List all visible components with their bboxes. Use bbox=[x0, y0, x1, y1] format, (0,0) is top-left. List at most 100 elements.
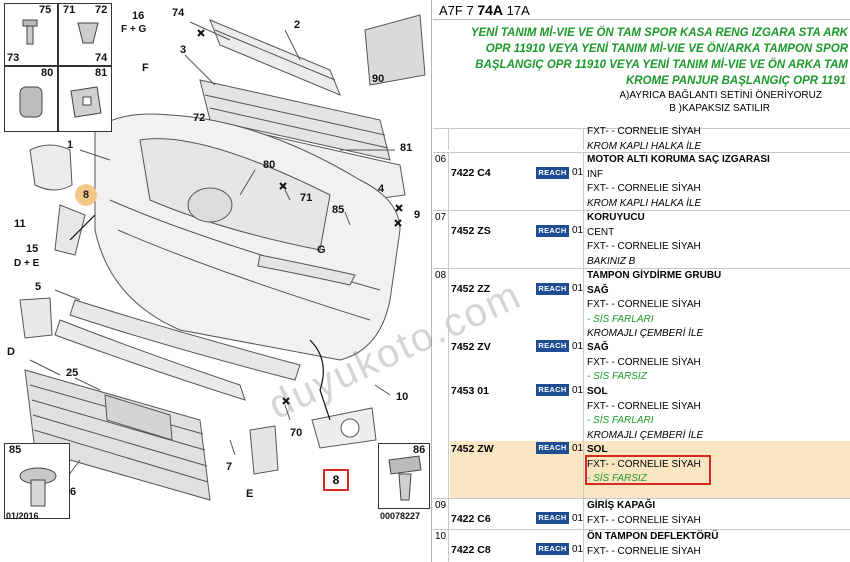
part-number[interactable]: 7453 01 bbox=[451, 385, 489, 397]
quantity: 01 bbox=[572, 544, 584, 555]
callout-15: 15 bbox=[26, 243, 39, 255]
desc-line: FXT- - CORNELIE SİYAH bbox=[587, 183, 701, 194]
row-index bbox=[433, 129, 449, 150]
column-divider bbox=[583, 153, 584, 210]
part-number[interactable]: 7452 ZV bbox=[451, 341, 491, 353]
part-title: TAMPON GİYDİRME GRUBU bbox=[587, 270, 722, 281]
inset-label: 72 bbox=[95, 4, 108, 16]
callout-71: 71 bbox=[300, 192, 313, 204]
green-note-line: OPR 11910 VEYA YENİ TANIM Mİ-VIE VE ÖN/A… bbox=[485, 43, 848, 55]
highlighted-row bbox=[450, 441, 850, 499]
inset-grommet-80: 80 bbox=[4, 66, 58, 132]
callout-8-highlight[interactable]: 8 bbox=[323, 469, 349, 491]
ref-prefix: A7F 7 bbox=[439, 3, 474, 18]
inset-screw-75: 75 73 bbox=[4, 3, 58, 66]
table-row[interactable]: 07 7452 ZS REACH 01 KORUYUCU CENT FXT- -… bbox=[433, 210, 850, 268]
callout-3: 3 bbox=[180, 44, 187, 56]
table-row-continued: FXT- - CORNELIE SİYAH KROM KAPLI HALKA İ… bbox=[433, 126, 850, 152]
inset-label: 81 bbox=[95, 67, 108, 79]
desc-line: KROM KAPLI HALKA İLE bbox=[587, 140, 702, 152]
clip-icon bbox=[77, 22, 99, 44]
ref-suffix: 17A bbox=[506, 3, 530, 18]
inset-label: 71 bbox=[63, 4, 76, 16]
column-divider bbox=[583, 211, 584, 268]
desc-fog-note: - SİS FARLARI bbox=[587, 313, 654, 325]
inset-label: 80 bbox=[41, 67, 54, 79]
row-description: SOL FXT- - CORNELIE SİYAH - SİS FARLARI … bbox=[587, 385, 849, 443]
code-tag: 00078227 bbox=[380, 511, 421, 521]
row-index: 10 bbox=[433, 530, 449, 562]
callout-2: 2 bbox=[294, 19, 301, 31]
callout-1: 1 bbox=[67, 139, 74, 151]
desc-side: SAĞ bbox=[587, 342, 609, 353]
screw-icon bbox=[22, 19, 38, 45]
reach-badge: REACH bbox=[536, 384, 569, 396]
row-description: GİRİŞ KAPAĞI FXT- - CORNELIE SİYAH bbox=[587, 499, 849, 528]
parts-list-panel: A7F 7 74A 17A YENİ TANIM Mİ-VIE VE ÖN TA… bbox=[433, 0, 850, 562]
callout-15-sub: D + E bbox=[14, 258, 40, 269]
callout-6: 6 bbox=[70, 486, 77, 498]
desc-line: BAKINIZ B bbox=[587, 255, 636, 267]
part-title: KORUYUCU bbox=[587, 212, 645, 223]
bracket-icon bbox=[70, 86, 102, 118]
row-index: 08 bbox=[433, 269, 449, 498]
row-description: KORUYUCU CENT FXT- - CORNELIE SİYAH BAKI… bbox=[587, 211, 849, 269]
table-row[interactable]: 09 7422 C6 REACH 01 GİRİŞ KAPAĞI FXT- - … bbox=[433, 498, 850, 529]
desc-line: FXT- - CORNELIE SİYAH bbox=[587, 241, 701, 252]
sub-note-line: A)AYRICA BAĞLANTI SETİNİ ÖNERİYORUZ bbox=[619, 90, 822, 101]
callout-D: D bbox=[7, 346, 15, 358]
part-number[interactable]: 7452 ZZ bbox=[451, 283, 491, 295]
part-number[interactable]: 7422 C6 bbox=[451, 513, 491, 525]
callout-5: 5 bbox=[35, 281, 42, 293]
reach-badge: REACH bbox=[536, 543, 569, 555]
reference-header: A7F 7 74A 17A bbox=[433, 0, 850, 20]
column-divider bbox=[583, 441, 584, 498]
quantity: 01 bbox=[572, 513, 584, 524]
inset-rivet-85: 85 bbox=[4, 443, 70, 519]
row-index: 09 bbox=[433, 499, 449, 529]
callout-72: 72 bbox=[193, 112, 206, 124]
selection-box bbox=[585, 455, 711, 485]
callout-74: 74 bbox=[172, 7, 185, 19]
part-number[interactable]: 7422 C4 bbox=[451, 167, 491, 179]
part-number[interactable]: 7422 C8 bbox=[451, 544, 491, 556]
desc-line: KROMAJLI ÇEMBERİ İLE bbox=[587, 429, 704, 441]
green-note-line: BAŞLANGIÇ OPR 11910 VEYA YENİ TANIM Mİ-V… bbox=[475, 59, 848, 71]
callout-8-badge[interactable]: 8 bbox=[75, 184, 97, 206]
grommet-icon bbox=[19, 86, 43, 118]
desc-line: FXT- - CORNELIE SİYAH bbox=[587, 299, 701, 310]
part-title: GİRİŞ KAPAĞI bbox=[587, 500, 656, 511]
desc-side: SOL bbox=[587, 386, 608, 397]
row-description: ÖN TAMPON DEFLEKTÖRÜ FXT- - CORNELIE SİY… bbox=[587, 530, 849, 559]
row-description: SAĞ FXT- - CORNELIE SİYAH - SİS FARSIZ bbox=[587, 341, 849, 385]
callout-4: 4 bbox=[378, 183, 385, 195]
desc-line: FXT- - CORNELIE SİYAH bbox=[587, 545, 701, 557]
ref-bold: 74A bbox=[477, 2, 503, 18]
desc-side: SAĞ bbox=[587, 284, 609, 296]
part-number-selected[interactable]: 7452 ZW bbox=[451, 443, 494, 455]
part-number[interactable]: 7452 ZS bbox=[451, 225, 491, 237]
row-description: SOL FXT- - CORNELIE SİYAH - SİS FARSIZ bbox=[587, 443, 849, 487]
inset-label: 75 bbox=[39, 4, 52, 16]
part-title: MOTOR ALTI KORUMA SAÇ IZGARASI bbox=[587, 154, 770, 165]
parts-table: FXT- - CORNELIE SİYAH KROM KAPLI HALKA İ… bbox=[433, 126, 850, 152]
callout-F: F bbox=[142, 62, 149, 74]
date-tag: 01/2016 bbox=[6, 511, 39, 521]
table-row[interactable]: 06 7422 C4 REACH 01 MOTOR ALTI KORUMA SA… bbox=[433, 152, 850, 210]
callout-G: G bbox=[317, 244, 326, 256]
desc-line: INF bbox=[587, 168, 604, 180]
table-row-group: 08 7452 ZZ REACH 01 TAMPON GİYDİRME GRUB… bbox=[433, 268, 850, 499]
inset-label: 85 bbox=[9, 444, 22, 456]
quantity: 01 bbox=[572, 341, 584, 352]
desc-fog-note: - SİS FARSIZ bbox=[587, 371, 647, 382]
part-title: ÖN TAMPON DEFLEKTÖRÜ bbox=[587, 531, 719, 542]
callout-81: 81 bbox=[400, 142, 413, 154]
green-notes: YENİ TANIM Mİ-VIE VE ÖN TAM SPOR KASA RE… bbox=[433, 20, 850, 89]
sub-note-line: B )KAPAKSIZ SATILIR bbox=[669, 103, 770, 114]
inset-clip-72: 71 72 74 bbox=[58, 3, 112, 66]
row-description: TAMPON GİYDİRME GRUBU SAĞ FXT- - CORNELI… bbox=[587, 269, 849, 342]
table-row[interactable]: 10 7422 C8 REACH 01 ÖN TAMPON DEFLEKTÖRÜ… bbox=[433, 529, 850, 562]
column-divider bbox=[583, 499, 584, 529]
callout-90: 90 bbox=[372, 73, 385, 85]
reach-badge: REACH bbox=[536, 167, 569, 179]
